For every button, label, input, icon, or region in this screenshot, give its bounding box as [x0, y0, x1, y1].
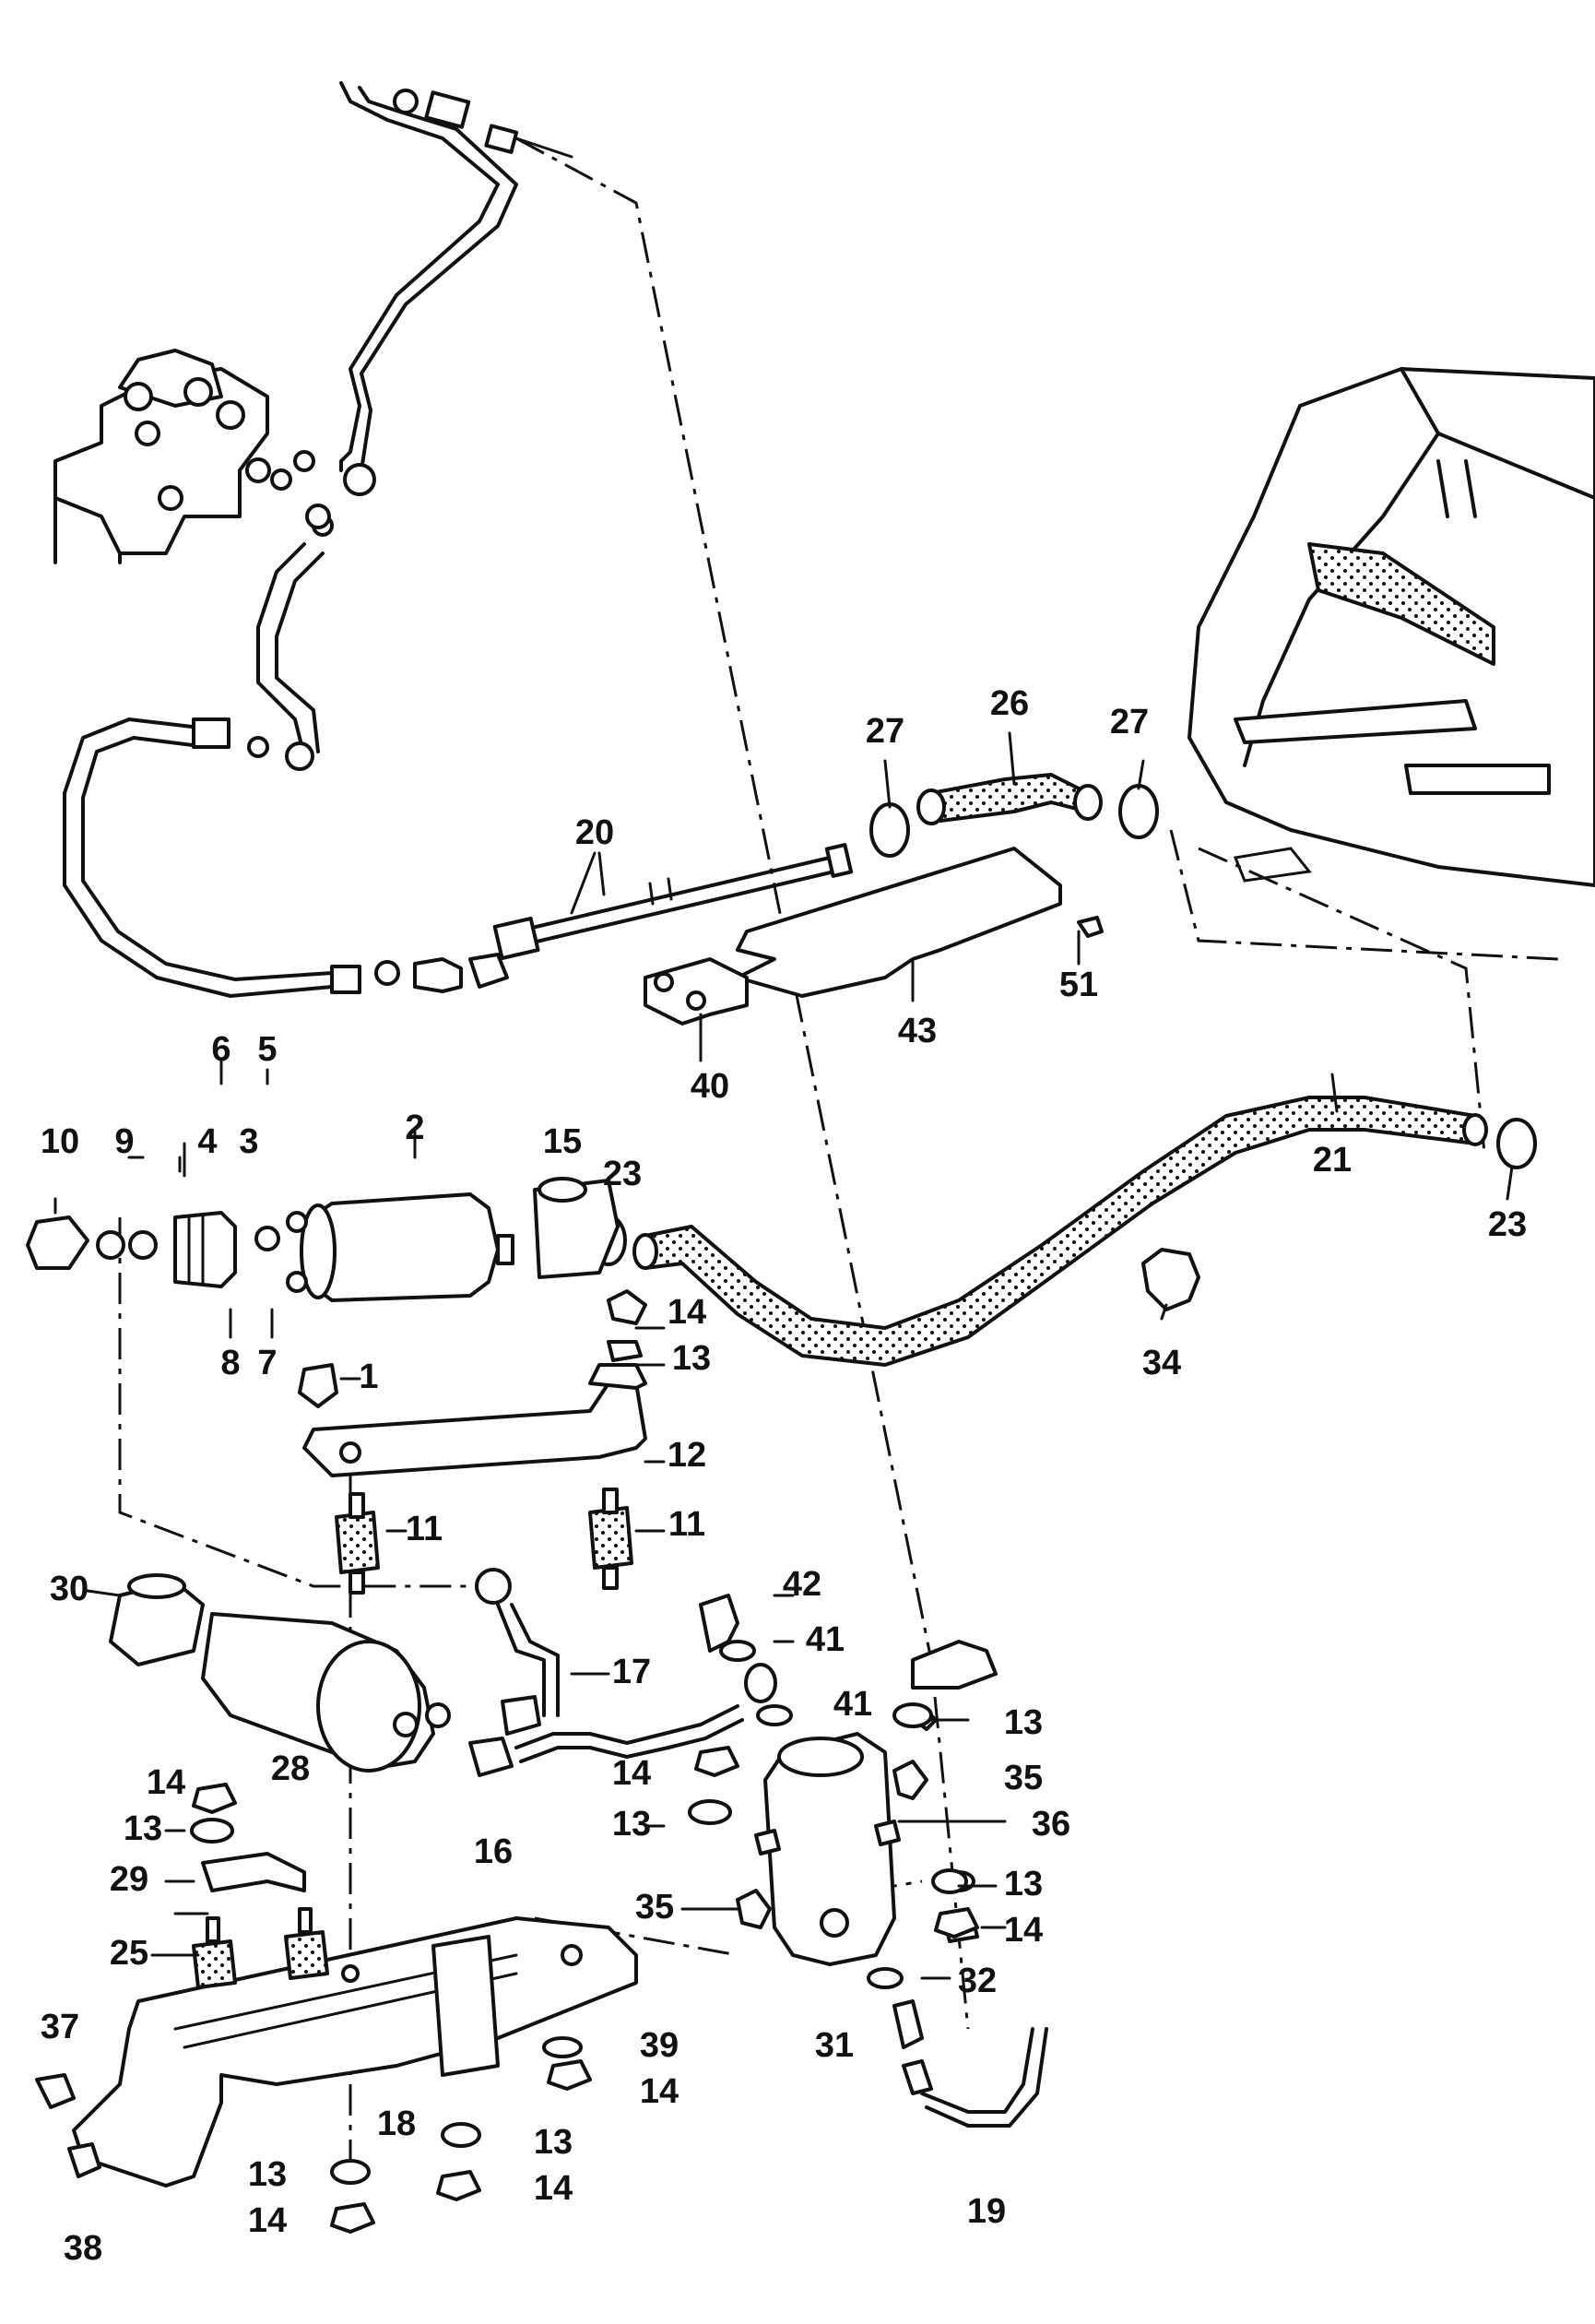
callout-23a: 23 — [603, 1155, 642, 1193]
callout-3: 3 — [239, 1122, 258, 1161]
callout-41b: 41 — [833, 1685, 872, 1724]
callout-2: 2 — [405, 1109, 424, 1147]
fuel-hose-21 — [590, 1096, 1537, 1367]
callout-26: 26 — [990, 684, 1029, 723]
callout-51: 51 — [1059, 966, 1098, 1004]
fuel-distributor — [53, 349, 334, 564]
callout-13f: 13 — [534, 2123, 573, 2162]
callout-4: 4 — [197, 1122, 217, 1161]
clip-34 — [1141, 1248, 1200, 1311]
pump-bracket-12 — [298, 1289, 647, 1477]
callout-labels: 1 2 3 4 5 6 7 8 9 10 11 11 12 13 13 13 1… — [41, 684, 1527, 2268]
callout-35b: 35 — [635, 1888, 674, 1927]
callout-39: 39 — [640, 2026, 679, 2065]
callout-15: 15 — [543, 1122, 582, 1161]
callout-37: 37 — [41, 2008, 79, 2046]
callout-18: 18 — [377, 2105, 416, 2143]
callout-14b: 14 — [147, 1763, 185, 1802]
callout-43: 43 — [898, 1012, 937, 1050]
callout-7: 7 — [257, 1344, 277, 1382]
callout-36: 36 — [1032, 1805, 1070, 1844]
callout-10: 10 — [41, 1122, 79, 1161]
callout-11a: 11 — [406, 1510, 443, 1548]
leader-lines — [53, 731, 1514, 1980]
callout-16: 16 — [474, 1832, 513, 1871]
fuel-accumulator-2 — [26, 1177, 620, 1302]
callout-13e: 13 — [1004, 1865, 1043, 1903]
callout-32: 32 — [958, 1962, 997, 2000]
callout-31: 31 — [815, 2026, 854, 2065]
callout-17: 17 — [612, 1653, 651, 1691]
callout-40: 40 — [691, 1067, 729, 1106]
callout-42: 42 — [783, 1565, 821, 1604]
callout-25: 25 — [110, 1934, 148, 1973]
callout-12: 12 — [668, 1436, 706, 1475]
callout-13d: 13 — [612, 1805, 651, 1844]
callout-5: 5 — [257, 1030, 277, 1069]
callout-20: 20 — [575, 813, 614, 852]
heat-shield-43 — [644, 847, 1104, 1026]
callout-13c: 13 — [124, 1809, 162, 1848]
callout-23b: 23 — [1488, 1205, 1527, 1244]
callout-38: 38 — [64, 2229, 102, 2268]
callout-13a: 13 — [672, 1339, 711, 1378]
callout-14f: 14 — [534, 2169, 573, 2208]
callout-11b: 11 — [668, 1505, 705, 1544]
nuts-washers — [35, 1702, 979, 2234]
fuel-pump-28 — [109, 1573, 451, 1773]
callout-21: 21 — [1313, 1141, 1352, 1180]
callout-29: 29 — [110, 1860, 148, 1899]
callout-27a: 27 — [866, 712, 904, 751]
callout-14e: 14 — [640, 2072, 679, 2111]
callout-41a: 41 — [806, 1620, 845, 1659]
fuel-pipe-20 — [492, 843, 854, 961]
hose-26-and-clamps-27 — [869, 773, 1159, 858]
callout-27b: 27 — [1110, 703, 1149, 741]
callout-13g: 13 — [248, 2155, 287, 2194]
callout-14g: 14 — [248, 2201, 287, 2240]
callout-1: 1 — [359, 1358, 378, 1396]
callout-6: 6 — [211, 1030, 230, 1069]
callout-13b: 13 — [1004, 1703, 1043, 1742]
callout-14d: 14 — [1004, 1911, 1043, 1950]
braided-fuel-lines-upper — [63, 81, 573, 998]
callout-28: 28 — [271, 1749, 310, 1788]
carrier-plate-18 — [72, 1852, 638, 2188]
callout-14c: 14 — [612, 1754, 651, 1793]
rubber-mounts-11 — [335, 1488, 633, 1595]
fuel-lines-16-17 — [468, 1568, 793, 1777]
callout-19: 19 — [967, 2192, 1006, 2231]
callout-8: 8 — [220, 1344, 240, 1382]
callout-34: 34 — [1142, 1344, 1181, 1382]
callout-30: 30 — [50, 1570, 89, 1608]
callout-9: 9 — [114, 1122, 134, 1161]
callout-35a: 35 — [1004, 1759, 1043, 1797]
callout-14a: 14 — [668, 1293, 706, 1332]
fuel-tank — [1187, 367, 1595, 887]
